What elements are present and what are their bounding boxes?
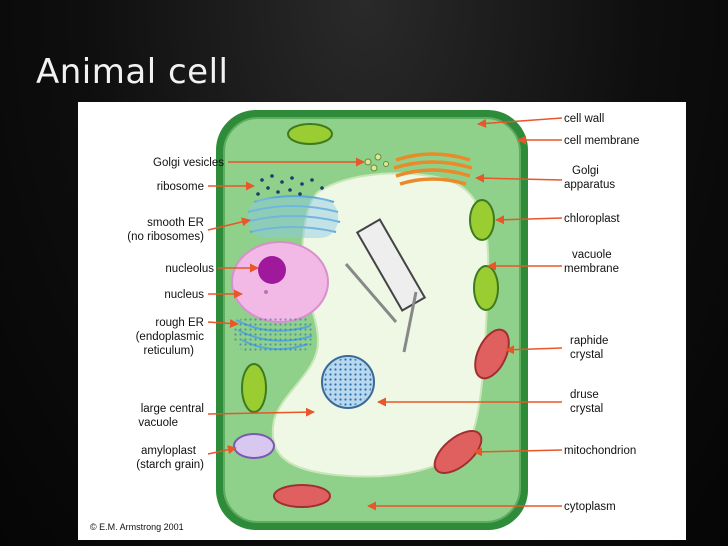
label-nucleolus: nucleolus xyxy=(165,263,214,275)
label-golgi-apparatus-2: apparatus xyxy=(564,179,615,191)
cell-diagram-svg: Golgi vesicles ribosome smooth ER (no ri… xyxy=(90,110,639,532)
slide-title: Animal cell xyxy=(36,52,229,92)
label-raphide-crystal: raphide xyxy=(570,335,608,347)
label-amyloplast: amyloplast xyxy=(141,445,197,457)
label-amyloplast-note: (starch grain) xyxy=(136,459,204,471)
label-smooth-er: smooth ER xyxy=(147,217,204,229)
nucleolus xyxy=(258,256,286,284)
smooth-er xyxy=(245,195,341,233)
label-druse-crystal-2: crystal xyxy=(570,403,603,415)
labels-left: Golgi vesicles ribosome smooth ER (no ri… xyxy=(127,157,224,471)
cell-diagram: Golgi vesicles ribosome smooth ER (no ri… xyxy=(78,102,686,540)
label-cell-wall: cell wall xyxy=(564,113,604,125)
mitochondria xyxy=(273,328,510,508)
chloroplasts xyxy=(241,123,499,413)
label-golgi-vesicles: Golgi vesicles xyxy=(153,157,224,169)
golgi-vesicles xyxy=(364,153,389,172)
label-nucleus: nucleus xyxy=(164,289,204,301)
ribosomes xyxy=(256,174,324,196)
label-smooth-er-note: (no ribosomes) xyxy=(127,231,204,243)
raphide-crystal xyxy=(402,291,418,353)
label-druse-crystal: druse xyxy=(570,389,599,401)
label-cell-membrane: cell membrane xyxy=(564,135,639,147)
golgi-apparatus xyxy=(393,152,473,186)
label-rough-er: rough ER xyxy=(155,317,204,329)
label-ribosome: ribosome xyxy=(157,181,204,193)
label-cytoplasm: cytoplasm xyxy=(564,501,616,513)
labels-right: cell wall cell membrane Golgi apparatus … xyxy=(564,113,639,513)
label-chloroplast: chloroplast xyxy=(564,213,620,225)
label-vacuole-membrane: vacuole xyxy=(572,249,612,261)
label-raphide-crystal-2: crystal xyxy=(570,349,603,361)
label-rough-er-note-1: (endoplasmic xyxy=(136,331,205,343)
amyloplast xyxy=(233,433,275,459)
label-golgi-apparatus: Golgi xyxy=(572,165,599,177)
label-large-central-vacuole: large central xyxy=(141,403,204,415)
label-large-central-vacuole-2: vacuole xyxy=(138,417,178,429)
copyright-notice: © E.M. Armstrong 2001 xyxy=(90,522,184,532)
label-arrows xyxy=(207,117,563,511)
label-rough-er-note-2: reticulum) xyxy=(144,345,195,357)
nucleus xyxy=(231,241,329,323)
label-vacuole-membrane-2: membrane xyxy=(564,263,619,275)
label-mitochondrion: mitochondrion xyxy=(564,445,636,457)
